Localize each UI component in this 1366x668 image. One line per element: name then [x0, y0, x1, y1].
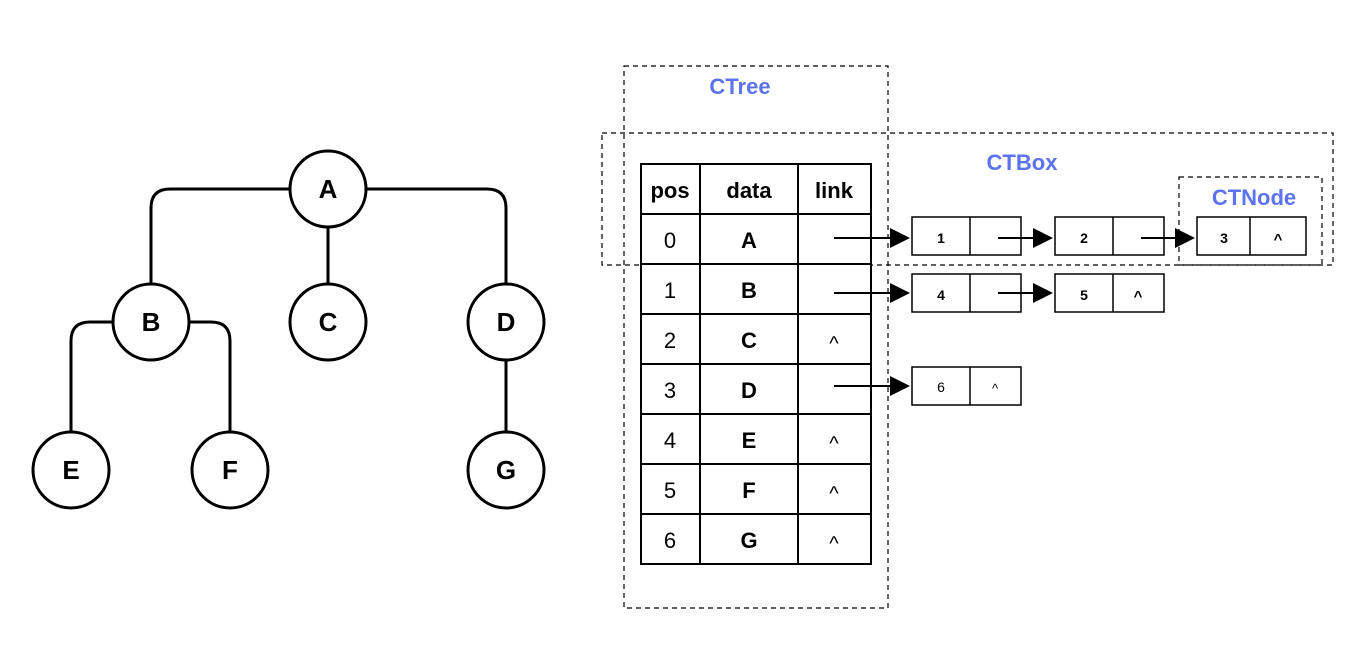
tree-node-e-label: E: [62, 455, 79, 485]
tree-nodes: A B C D E F G: [31, 149, 546, 510]
row-0-data: A: [741, 228, 757, 253]
list-node-5: [1054, 273, 1165, 313]
tree-node-a: A: [288, 149, 368, 229]
row-3-pos: 3: [664, 378, 676, 403]
ctnode-label: CTNode: [1212, 185, 1296, 210]
tree-node-f-label: F: [222, 455, 238, 485]
edge-a-d: [366, 187, 508, 285]
list-node-6-child: 6: [937, 379, 945, 395]
tree-node-b-label: B: [142, 307, 161, 337]
list-node-2: [1054, 216, 1165, 256]
row-6-link: ^: [829, 533, 839, 555]
tree-node-c: C: [288, 282, 368, 362]
list-node-6-next: ^: [992, 381, 999, 396]
ctbox-box: [601, 132, 1334, 266]
ctnode-box: [1178, 176, 1323, 266]
list-node-5-child: 5: [1080, 287, 1088, 303]
header-link: link: [815, 178, 854, 203]
list-node-2-child: 2: [1080, 230, 1088, 246]
node-table: pos data link 0 A 1 B 2 C ^ 3 D 4 E ^ 5 …: [640, 163, 872, 565]
ctbox-label: CTBox: [987, 150, 1059, 175]
list-node-4-child: 4: [937, 287, 945, 303]
row-2-link: ^: [829, 333, 839, 355]
child-lists: [911, 216, 1307, 406]
row-4-link: ^: [829, 433, 839, 455]
row-2-pos: 2: [664, 328, 676, 353]
row-2-data: C: [741, 328, 757, 353]
edge-b-f: [189, 320, 232, 432]
list-node-3-next: ^: [1274, 231, 1283, 248]
list-node-6: [911, 366, 1022, 406]
header-data: data: [726, 178, 772, 203]
tree-node-d-label: D: [497, 307, 516, 337]
row-0-pos: 0: [664, 228, 676, 253]
list-node-5-next: ^: [1134, 288, 1143, 305]
list-arrows: [834, 228, 1195, 396]
row-3-data: D: [741, 378, 757, 403]
row-5-data: F: [742, 478, 755, 503]
row-4-data: E: [742, 428, 757, 453]
ctree-box: [623, 65, 889, 609]
tree-node-e: E: [31, 430, 111, 510]
list-node-3-child: 3: [1220, 230, 1228, 246]
ctree-label: CTree: [709, 74, 770, 99]
row-5-pos: 5: [664, 478, 676, 503]
row-5-link: ^: [829, 483, 839, 505]
tree-node-c-label: C: [319, 307, 338, 337]
list-node-1: [911, 216, 1022, 256]
tree-node-d: D: [466, 282, 546, 362]
header-pos: pos: [650, 178, 689, 203]
row-6-pos: 6: [664, 528, 676, 553]
row-1-pos: 1: [664, 278, 676, 303]
list-texts: 1 2 3 ^ 4 5 ^ 6 ^: [937, 230, 1283, 396]
row-4-pos: 4: [664, 428, 676, 453]
row-6-data: G: [740, 528, 757, 553]
row-1-data: B: [741, 278, 757, 303]
tree-node-g: G: [466, 430, 546, 510]
tree-node-f: F: [190, 430, 270, 510]
list-node-3: [1196, 216, 1307, 256]
tree-edges: [69, 187, 508, 432]
list-node-1-child: 1: [937, 230, 945, 246]
tree-node-a-label: A: [319, 174, 338, 204]
tree-node-b: B: [111, 282, 191, 362]
tree-node-g-label: G: [496, 455, 516, 485]
edge-a-b: [149, 187, 290, 285]
edge-b-e: [69, 320, 113, 432]
